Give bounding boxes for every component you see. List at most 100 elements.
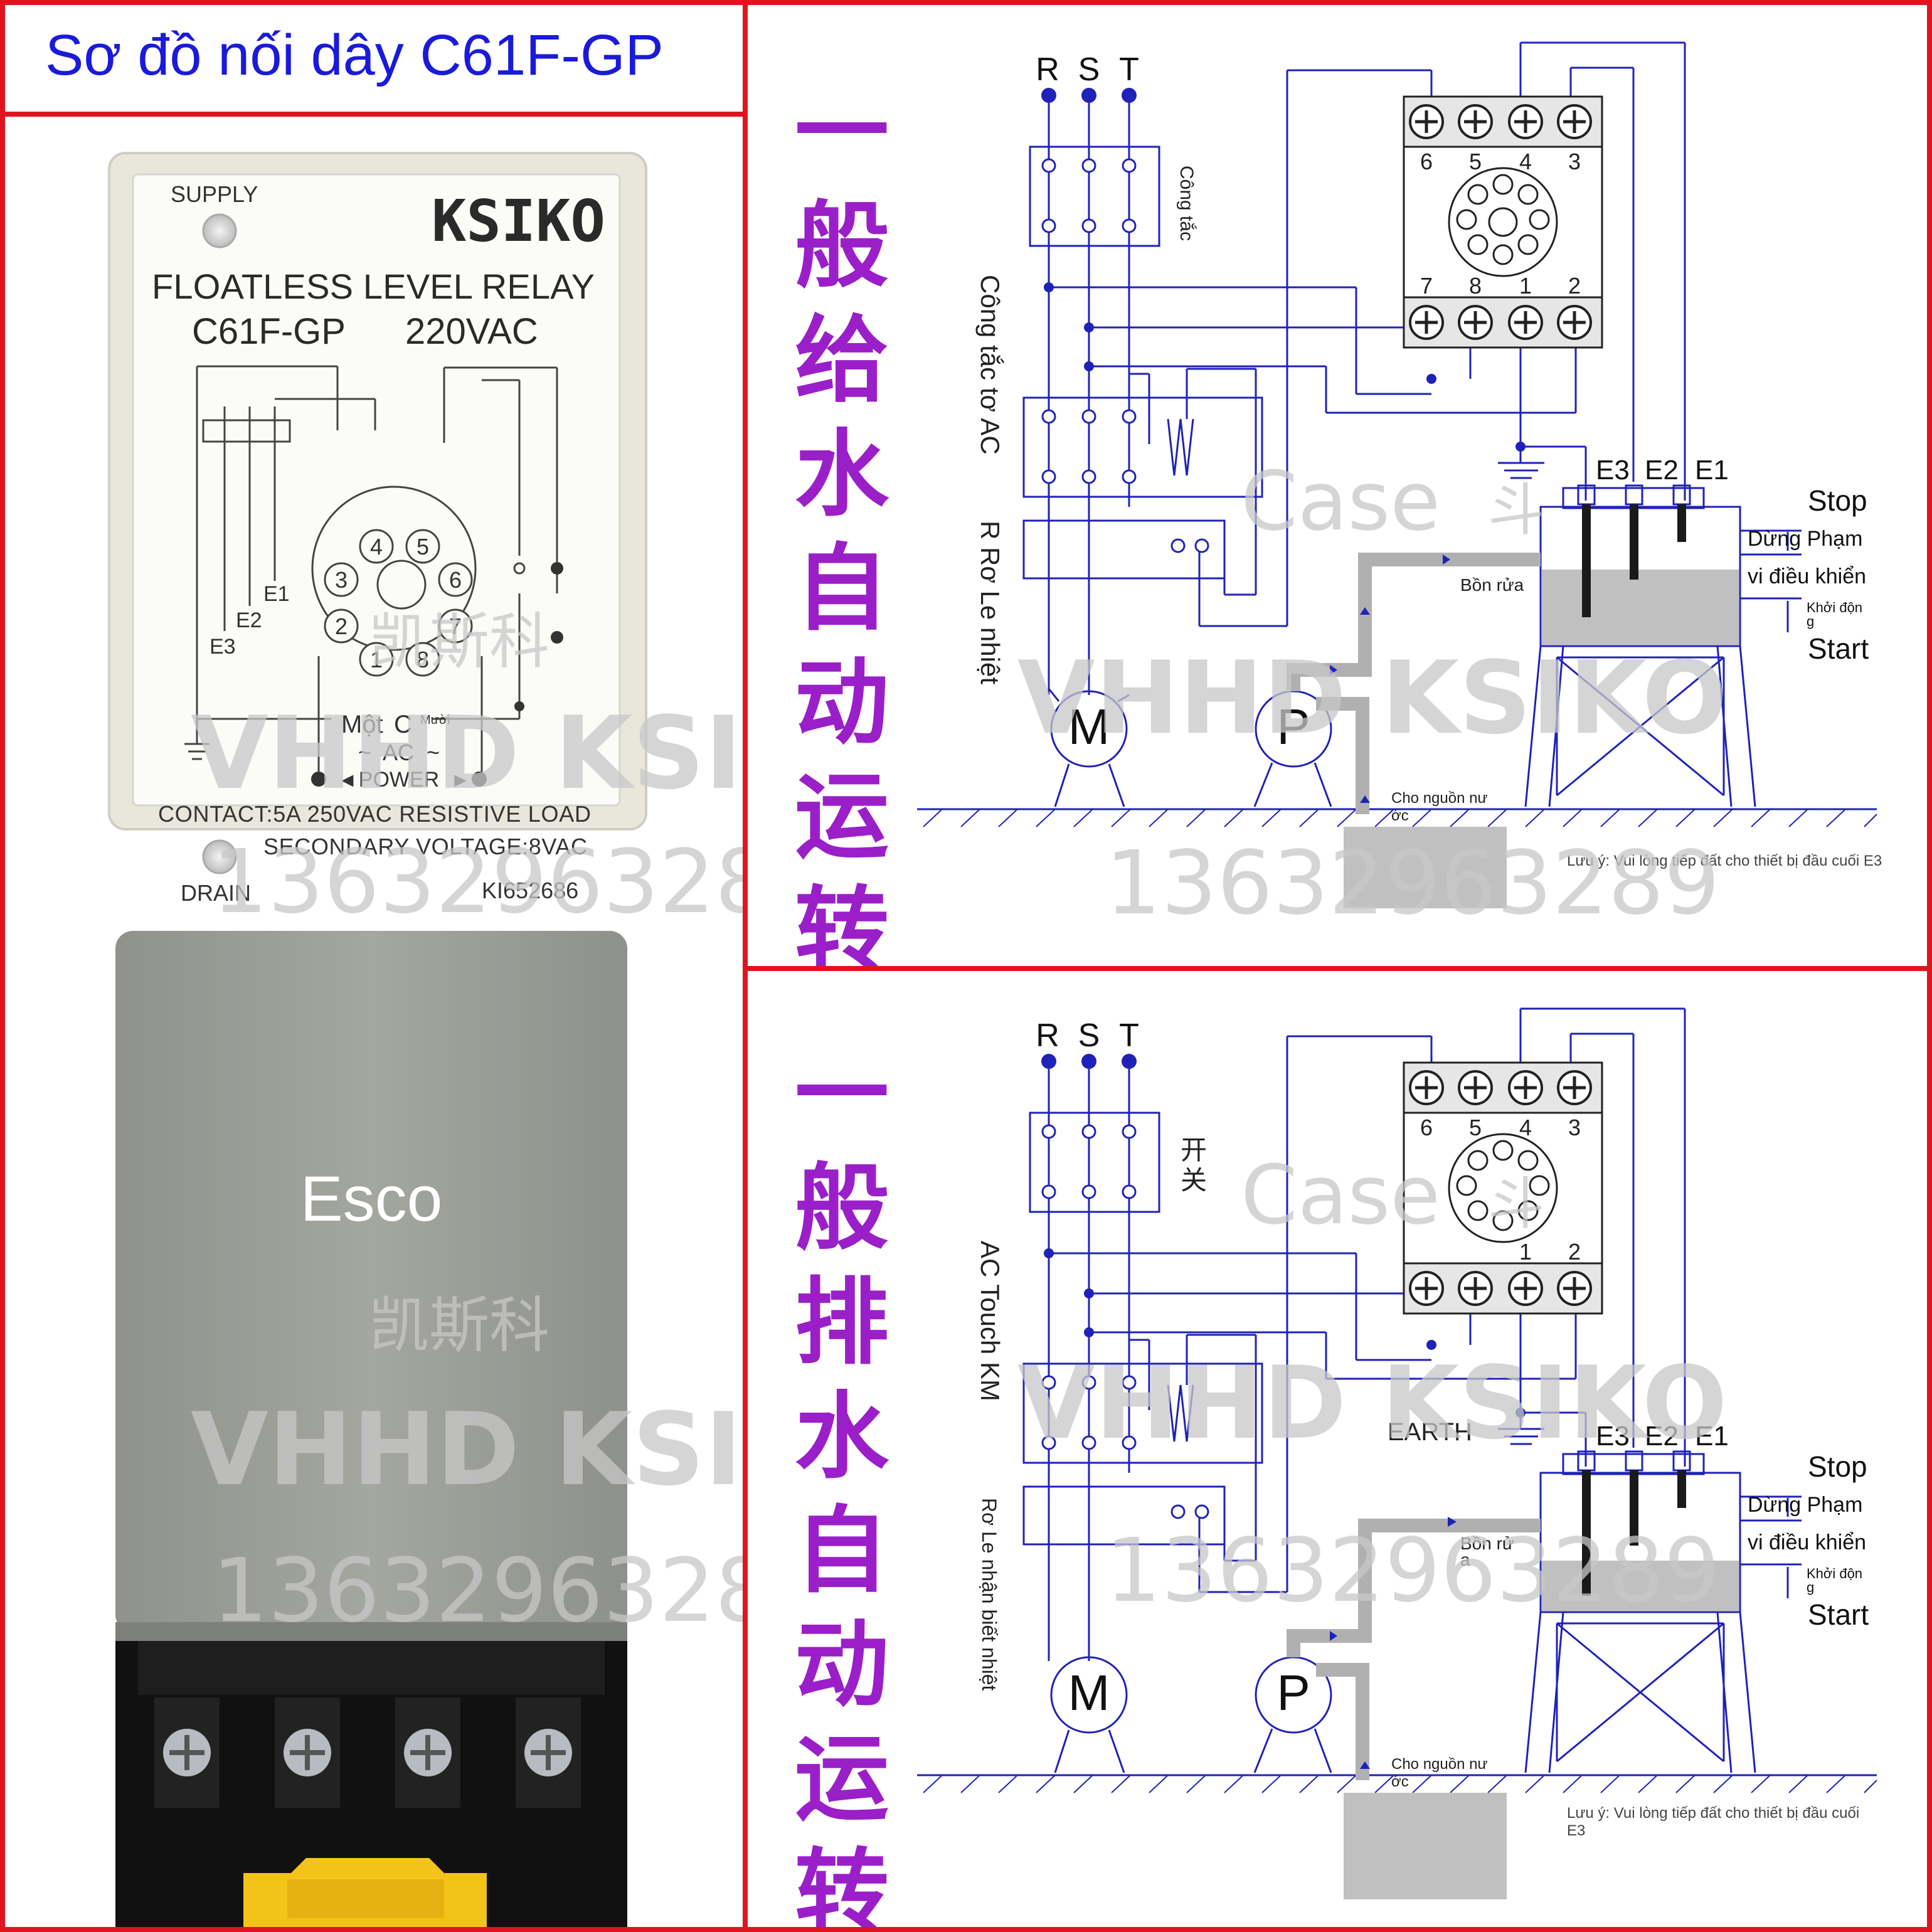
tank-label-2: a [1460,1550,1470,1569]
pump-symbol: P [1276,1665,1310,1721]
start-vn-label: Khởi độn [1807,600,1862,615]
electrode-e2: E2 [1645,455,1679,486]
voltage-label: 220VAC [405,311,538,352]
tank-label: Bồn rử [1460,1534,1514,1553]
model-label: C61F-GP [192,311,346,352]
title-char: 自 [794,534,889,644]
drain-label: DRAIN [181,880,251,906]
stop-vn-label: Dừng Phạm [1748,1493,1862,1517]
watermark-phone: 13632963289 [212,831,748,933]
watermark-case-cn: 斗 [1488,1171,1544,1237]
power-arrow-left: ◄ [337,768,358,791]
title-char: 水 [794,420,889,529]
tank-label: Bồn rửa [1460,575,1524,595]
drain-schematic: 6 5 4 3 1 2 R S T 开 关 AC Touch KM Rơ Le … [917,1007,1877,1899]
product-panel: SUPPLY KSIKO FLOATLESS LEVEL RELAY C61F-… [0,112,748,1932]
grounding-note-2: E3 [1567,1822,1585,1839]
phase-r: R [1036,51,1059,88]
socket-pin-1: 1 [1519,273,1532,299]
start-label: Start [1808,632,1869,665]
grounding-note: Lưu ý: Vui lòng tiếp đất cho thiết bị đầ… [1567,1805,1859,1822]
supply-diagram-panel: 一 般 给 水 自 动 运 转 [743,0,1932,971]
relay-socket-2 [1403,1061,1603,1315]
relay-front: SUPPLY KSIKO FLOATLESS LEVEL RELAY C61F-… [108,152,647,906]
watermark-brand: VHHD KSIKO [191,694,748,812]
watermark-cn: 凯斯科 [369,607,549,677]
phase-s: S [1078,1017,1100,1054]
supply-vertical-title: 一 般 给 水 自 动 运 转 [792,75,892,966]
tank-water-2 [1542,1561,1739,1611]
socket-terminals [154,1697,581,1808]
pin-circles [324,529,473,677]
source-label-2: ớc [1391,807,1409,824]
supply-led [202,213,237,248]
title-char: 转 [794,1839,889,1932]
phase-r: R [1036,1017,1059,1054]
source-water-2 [1344,1793,1507,1899]
page-title: Sơ đồ nối dây C61F-GP [45,23,664,87]
contactor-label: AC Touch KM [975,1241,1005,1401]
socket-pin-6: 6 [1420,149,1433,174]
drain-diagram-panel: 一 般 排 水 自 动 运 转 [743,966,1932,1932]
title-char: 运 [794,763,889,872]
electrode-e3: E3 [1596,1421,1630,1452]
start-vn-label-2: g [1807,613,1814,629]
contactor-label: Công tắc tơ AC [975,275,1005,455]
contact-spec: CONTACT:5A 250VAC RESISTIVE LOAD [158,801,591,827]
ground-hatch [923,809,1877,827]
watermark-brand-3: VHHD KSIKO [1017,639,1728,756]
source-label-2: ớc [1391,1773,1409,1790]
brand-logo: KSIKO [432,188,605,255]
socket-pin-2: 2 [1568,273,1581,299]
pin-6: 6 [449,567,462,593]
supply-schematic: 6 5 4 3 7 8 1 2 R S T Công tắc Công tắc … [917,41,1882,935]
title-char: 般 [794,1154,889,1263]
electrode-e1: E1 [1695,1421,1729,1452]
product-name: FLOATLESS LEVEL RELAY [152,267,595,306]
stop-vn-label: Dừng Phạm [1748,527,1862,551]
socket-pin-7: 7 [1420,273,1433,299]
electrode-e1: E1 [1695,455,1729,486]
title-char: 水 [794,1383,889,1492]
phase-t: T [1119,1017,1139,1054]
e3-label: E3 [210,635,236,659]
watermark-phone-2: 13632963289 [212,1540,748,1642]
phase-s: S [1078,51,1100,88]
muoi-label: Mười [420,713,450,727]
thermal-relay-label: R Rơ Le nhiệt [975,521,1005,684]
start-label: Start [1808,1598,1869,1631]
watermark-phone-3: 13632963289 [1105,832,1720,935]
e1-label: E1 [263,582,290,606]
pin-1: 1 [370,647,383,672]
pin-8: 8 [417,647,429,672]
e2-label: E2 [236,608,262,632]
socket-pin-3: 3 [1568,1115,1581,1140]
power-label: POWER [359,768,439,792]
start-vn-label: Khởi độn [1807,1566,1862,1581]
pin-7: 7 [449,613,462,639]
socket-pin-4: 4 [1519,1115,1532,1140]
pin-2: 2 [335,613,348,639]
motor-symbol: M [1068,1665,1110,1721]
tank-water [1542,570,1739,645]
title-char: 一 [794,1040,889,1149]
socket-pin-6: 6 [1420,1115,1433,1140]
socket-pin-2: 2 [1568,1239,1581,1265]
serial-number: KI652686 [482,878,578,903]
watermark-phone-4: 13632963289 [1105,1520,1720,1622]
ground-hatch-2 [923,1775,1877,1793]
switch-label-1: 开 [1181,1135,1207,1165]
supply-label: SUPPLY [171,181,258,207]
control-label: vi điều khiển [1748,1531,1866,1554]
motor-symbol: M [1068,699,1110,755]
phase-t: T [1119,51,1139,88]
relay-body: Esco [115,931,627,1927]
product-illustration: SUPPLY KSIKO FLOATLESS LEVEL RELAY C61F-… [108,152,748,1927]
socket-pin-1: 1 [1519,1239,1532,1265]
relay-socket [1403,95,1603,349]
thermal-relay-label: Rơ Le nhận biết nhiệt [978,1498,1001,1691]
pin-3: 3 [335,567,348,593]
title-panel: Sơ đồ nối dây C61F-GP [0,0,748,117]
start-vn-label-2: g [1807,1579,1814,1595]
source-water [1344,827,1507,908]
